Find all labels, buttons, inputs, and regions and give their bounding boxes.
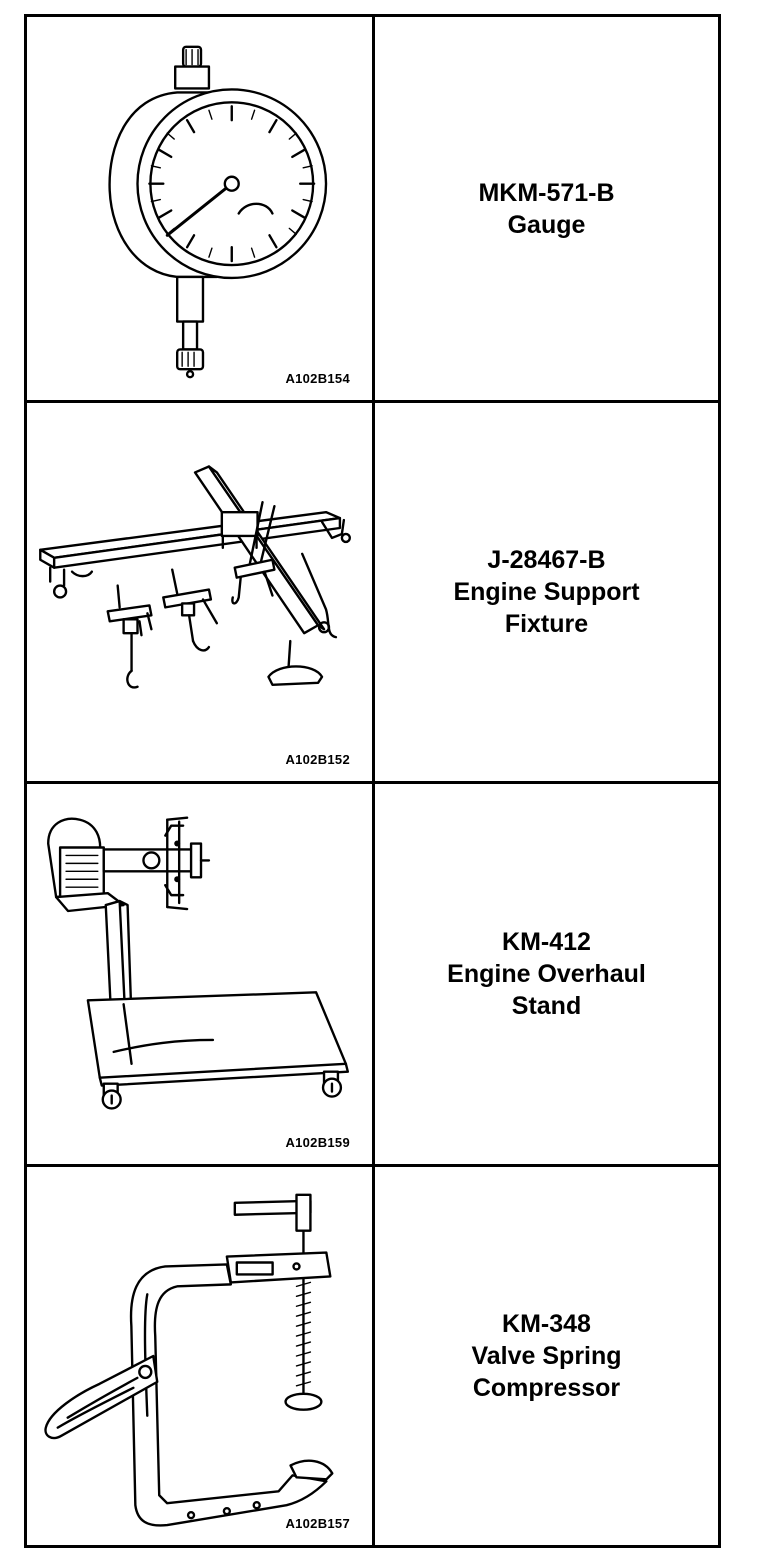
- tool-name-line: Compressor: [472, 1374, 621, 1402]
- tool-row: A102B152 J-28467-B Engine Support Fixtur…: [27, 403, 718, 784]
- figure-id: A102B154: [285, 371, 350, 386]
- tool-row: A102B159 KM-412 Engine Overhaul Stand: [27, 784, 718, 1167]
- tool-description-cell: KM-412 Engine Overhaul Stand: [375, 784, 718, 1164]
- special-tools-table: A102B154 MKM-571-B Gauge: [24, 14, 721, 1548]
- tool-name-line: Fixture: [504, 610, 589, 638]
- tool-number: KM-412: [502, 928, 591, 956]
- tool-number: KM-348: [502, 1310, 591, 1338]
- tool-name-line: Valve Spring: [471, 1342, 622, 1370]
- tool-illustration-cell: A102B152: [27, 403, 375, 781]
- tool-illustration-cell: A102B154: [27, 17, 375, 400]
- figure-id: A102B157: [285, 1516, 350, 1531]
- tool-row: A102B154 MKM-571-B Gauge: [27, 17, 718, 403]
- tool-description-cell: KM-348 Valve Spring Compressor: [375, 1167, 718, 1545]
- tool-name-line: Engine Overhaul: [447, 960, 646, 988]
- tool-illustration-cell: A102B159: [27, 784, 375, 1164]
- figure-id: A102B152: [285, 752, 350, 767]
- tool-row: A102B157 KM-348 Valve Spring Compressor: [27, 1167, 718, 1545]
- tool-description-cell: J-28467-B Engine Support Fixture: [375, 403, 718, 781]
- tool-illustration-cell: A102B157: [27, 1167, 375, 1545]
- engine-overhaul-stand-icon: [47, 816, 350, 1110]
- engine-support-fixture-icon: [39, 465, 352, 689]
- figure-id: A102B159: [285, 1135, 350, 1150]
- tool-name-line: Gauge: [507, 210, 586, 239]
- dial-gauge-icon: [108, 45, 328, 379]
- tool-name-line: Stand: [511, 992, 582, 1020]
- tool-number: J-28467-B: [487, 546, 606, 574]
- tool-description-cell: MKM-571-B Gauge: [375, 17, 718, 400]
- tool-number: MKM-571-B: [478, 178, 615, 207]
- tool-name-line: Engine Support: [453, 578, 640, 606]
- valve-spring-compressor-icon: [44, 1193, 334, 1527]
